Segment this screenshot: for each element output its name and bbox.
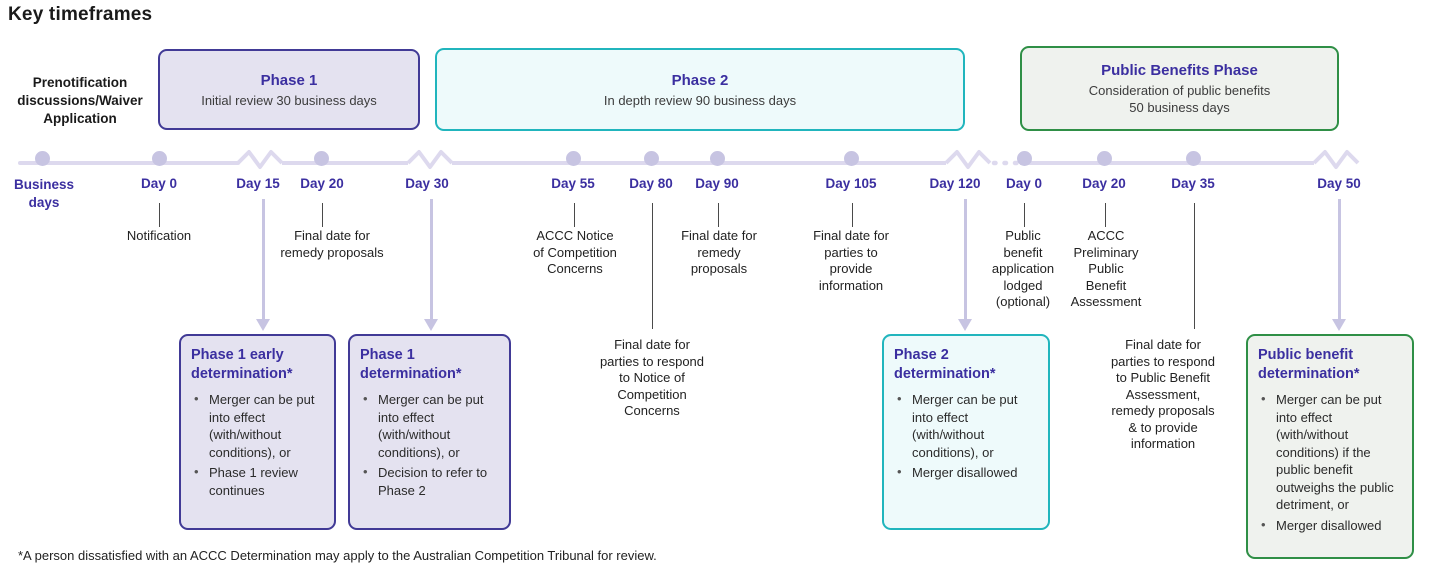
outcome-bullets-phase-1: Merger can be put into effect (with/with… xyxy=(360,390,500,499)
timeline-dot-day-90 xyxy=(710,151,725,166)
timeline-dot-day-35-pb xyxy=(1186,151,1201,166)
day-label-day-50-pb: Day 50 xyxy=(1317,176,1361,191)
day-label-day-55: Day 55 xyxy=(551,176,595,191)
day-label-day-30: Day 30 xyxy=(405,176,449,191)
timeline-dot-day-0-pb xyxy=(1017,151,1032,166)
stub-day-80 xyxy=(652,203,654,329)
phase-2-subtitle: In depth review 90 business days xyxy=(603,92,797,108)
day-label-day-0-pb: Day 0 xyxy=(1005,176,1043,191)
stub-day-20-pb xyxy=(1105,203,1107,227)
day-label-day-15: Day 15 xyxy=(236,176,280,191)
timeline-dot-day-20 xyxy=(314,151,329,166)
stub-day-0-pb xyxy=(1024,203,1026,227)
outcome-box-public-benefit-determination: Public benefit determination* Merger can… xyxy=(1246,334,1414,559)
outcome-bullets-phase-1-early: Merger can be put into effect (with/with… xyxy=(191,390,325,499)
arrow-day-50-to-public-benefit xyxy=(1332,199,1346,331)
outcome-title-phase-2: Phase 2 determination* xyxy=(894,347,996,382)
outcome-box-phase-1-determination: Phase 1 determination* Merger can be put… xyxy=(348,334,511,530)
outcome-bullet: Merger can be put into effect (with/with… xyxy=(360,390,500,461)
annotation-day-0-pb: Public benefit application lodged (optio… xyxy=(991,228,1055,309)
day-label-day-120: Day 120 xyxy=(929,176,981,191)
outcome-bullet: Merger can be put into effect (with/with… xyxy=(191,390,325,461)
outcome-bullet: Merger disallowed xyxy=(1258,516,1403,535)
outcome-bullet: Merger can be put into effect (with/with… xyxy=(894,390,1039,461)
outcome-bullet: Decision to refer to Phase 2 xyxy=(360,463,500,499)
public-benefits-phase-subtitle: Consideration of public benefits 50 busi… xyxy=(1088,83,1271,115)
day-label-day-20: Day 20 xyxy=(300,176,344,191)
outcome-bullets-public-benefit: Merger can be put into effect (with/with… xyxy=(1258,390,1403,535)
phase-1-header-box: Phase 1 Initial review 30 business days xyxy=(158,49,420,130)
stub-day-55 xyxy=(574,203,576,227)
public-benefits-phase-title: Public Benefits Phase xyxy=(1101,62,1258,79)
outcome-box-phase-1-early-determination: Phase 1 early determination* Merger can … xyxy=(179,334,336,530)
timeline-dot-day-80 xyxy=(644,151,659,166)
annotation-day-20-pb: ACCC Preliminary Public Benefit Assessme… xyxy=(1070,228,1142,309)
arrow-day-30-to-phase-1 xyxy=(424,199,438,331)
stub-day-35-pb xyxy=(1194,203,1196,329)
outcome-bullet: Merger can be put into effect (with/with… xyxy=(1258,390,1403,514)
page-title: Key timeframes xyxy=(8,4,153,25)
phase-1-subtitle: Initial review 30 business days xyxy=(201,92,377,108)
annotation-day-0: Notification xyxy=(126,228,192,243)
timeline-dot-day-55 xyxy=(566,151,581,166)
annotation-day-105: Final date for parties to provide inform… xyxy=(813,228,889,293)
day-label-day-90: Day 90 xyxy=(695,176,739,191)
outcome-bullet: Merger disallowed xyxy=(894,463,1039,482)
annotation-day-80: Final date for parties to respond to Not… xyxy=(599,337,705,418)
day-label-day-0: Day 0 xyxy=(140,176,178,191)
public-benefits-phase-header-box: Public Benefits Phase Consideration of p… xyxy=(1020,46,1339,131)
outcome-title-phase-1: Phase 1 determination* xyxy=(360,347,462,382)
stub-day-20 xyxy=(322,203,324,227)
phase-2-title: Phase 2 xyxy=(671,71,729,89)
outcome-bullets-phase-2: Merger can be put into effect (with/with… xyxy=(894,390,1039,482)
stub-day-90 xyxy=(718,203,720,227)
prenotification-label: Prenotification discussions/Waiver Appli… xyxy=(17,75,143,126)
timeline-dot-day-105 xyxy=(844,151,859,166)
phase-2-header-box: Phase 2 In depth review 90 business days xyxy=(435,48,965,131)
timeline-dot-day-20-pb xyxy=(1097,151,1112,166)
outcome-box-phase-2-determination: Phase 2 determination* Merger can be put… xyxy=(882,334,1050,530)
day-label-day-105: Day 105 xyxy=(825,176,877,191)
outcome-title-phase-1-early: Phase 1 early determination* xyxy=(191,347,293,382)
outcome-bullet: Phase 1 review continues xyxy=(191,463,325,499)
day-label-day-20-pb: Day 20 xyxy=(1082,176,1126,191)
stub-day-105 xyxy=(852,203,854,227)
timeline-dot-business-days xyxy=(35,151,50,166)
footnote: *A person dissatisfied with an ACCC Dete… xyxy=(18,548,657,563)
axis-start-label: Business days xyxy=(13,177,75,210)
annotation-day-20: Final date for remedy proposals xyxy=(280,228,384,260)
outcome-title-public-benefit: Public benefit determination* xyxy=(1258,347,1360,382)
annotation-day-55: ACCC Notice of Competition Concerns xyxy=(533,228,617,276)
timeline-dot-day-0 xyxy=(152,151,167,166)
day-label-day-80: Day 80 xyxy=(629,176,673,191)
stub-day-0 xyxy=(159,203,161,227)
arrow-day-15-to-phase-1-early xyxy=(256,199,270,331)
annotation-day-35-pb: Final date for parties to respond to Pub… xyxy=(1110,337,1216,451)
arrow-day-120-to-phase-2 xyxy=(958,199,972,331)
annotation-day-90: Final date for remedy proposals xyxy=(681,228,757,276)
phase-1-title: Phase 1 xyxy=(260,71,318,89)
day-label-day-35-pb: Day 35 xyxy=(1171,176,1215,191)
timeline-axis xyxy=(18,150,1360,169)
